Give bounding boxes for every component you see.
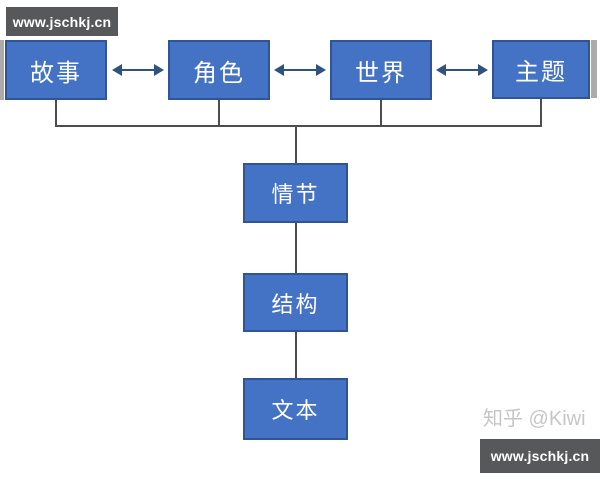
connector-struct-to-text [295,331,297,379]
arrowhead-left-icon [274,64,284,76]
node-plot: 情节 [243,163,348,223]
arrow-shaft [281,69,319,71]
connector-plot-to-struct [295,222,297,274]
double-arrow-icon-story-character [112,62,164,78]
watermark-bottom: www.jschkj.cn [480,439,600,473]
node-character: 角色 [168,40,270,100]
arrowhead-left-icon [436,64,446,76]
edge-cutoff-box-right [591,40,597,98]
connector-drop-story [55,100,57,126]
arrow-shaft [443,69,481,71]
arrowhead-right-icon [316,64,326,76]
arrowhead-right-icon [154,64,164,76]
connector-drop-theme [540,99,542,126]
node-world: 世界 [330,40,432,100]
connector-bus-to-plot [295,125,297,165]
connector-drop-character [218,100,220,126]
connector-horizontal-bus [55,125,542,127]
node-structure: 结构 [243,273,348,332]
connector-drop-world [380,100,382,126]
double-arrow-icon-character-world [274,62,326,78]
double-arrow-icon-world-theme [436,62,488,78]
arrowhead-right-icon [478,64,488,76]
edge-cutoff-box-left [0,40,4,100]
arrow-shaft [119,69,157,71]
watermark-top: www.jschkj.cn [6,7,118,36]
node-story: 故事 [5,40,107,100]
zhihu-credit: 知乎 @Kiwi [483,408,586,430]
arrowhead-left-icon [112,64,122,76]
node-theme: 主题 [492,40,590,99]
node-text: 文本 [243,378,348,440]
